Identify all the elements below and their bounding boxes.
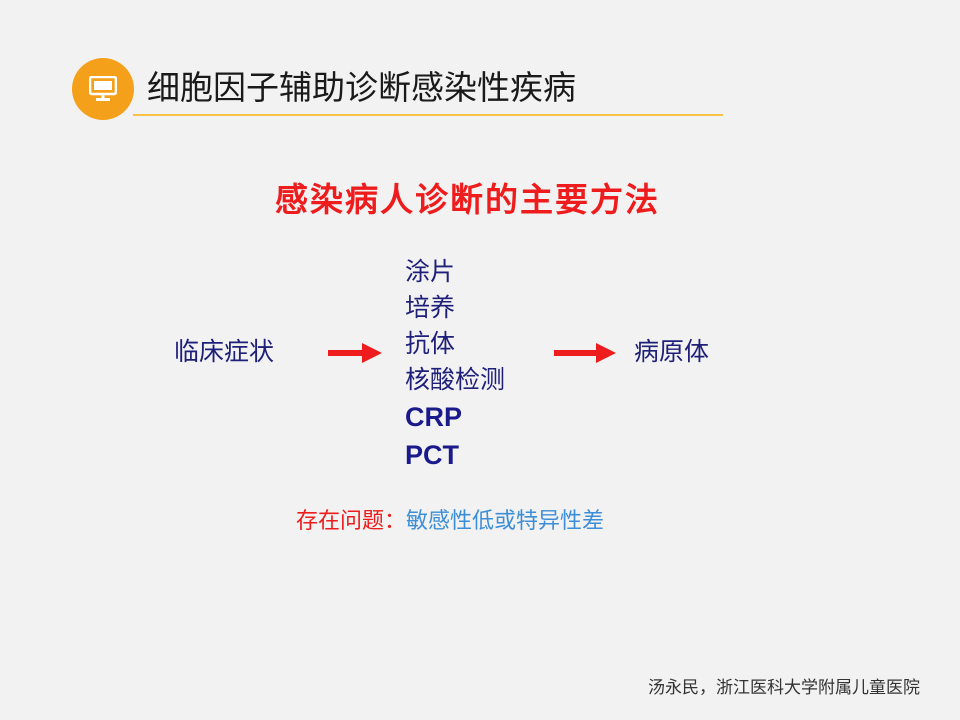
method-item: 培养 (405, 293, 456, 322)
flow-start-label: 临床症状 (174, 337, 275, 366)
problem-statement: 存在问题：敏感性低或特异性差 (296, 506, 604, 538)
problem-label: 存在问题： (296, 509, 407, 534)
footer-credit: 汤永民，浙江医科大学附属儿童医院 (648, 678, 920, 698)
method-item: PCT (405, 440, 459, 470)
presentation-screen-icon (89, 76, 117, 101)
flow-end-label: 病原体 (634, 337, 710, 366)
method-item: 核酸检测 (405, 365, 506, 394)
diagnostic-methods-list: 涂片 培养 抗体 核酸检测 CRP PCT (405, 254, 505, 474)
problem-text: 敏感性低或特异性差 (406, 509, 605, 534)
header-badge (72, 58, 134, 120)
method-item: 抗体 (405, 329, 456, 358)
method-item: CRP (405, 402, 463, 432)
page-title: 细胞因子辅助诊断感染性疾病 (147, 68, 576, 107)
slide-subtitle: 感染病人诊断的主要方法 (275, 180, 660, 219)
title-underline (133, 114, 723, 116)
right-arrow-icon (554, 343, 616, 363)
method-item: 涂片 (405, 257, 456, 286)
right-arrow-icon (328, 343, 382, 363)
